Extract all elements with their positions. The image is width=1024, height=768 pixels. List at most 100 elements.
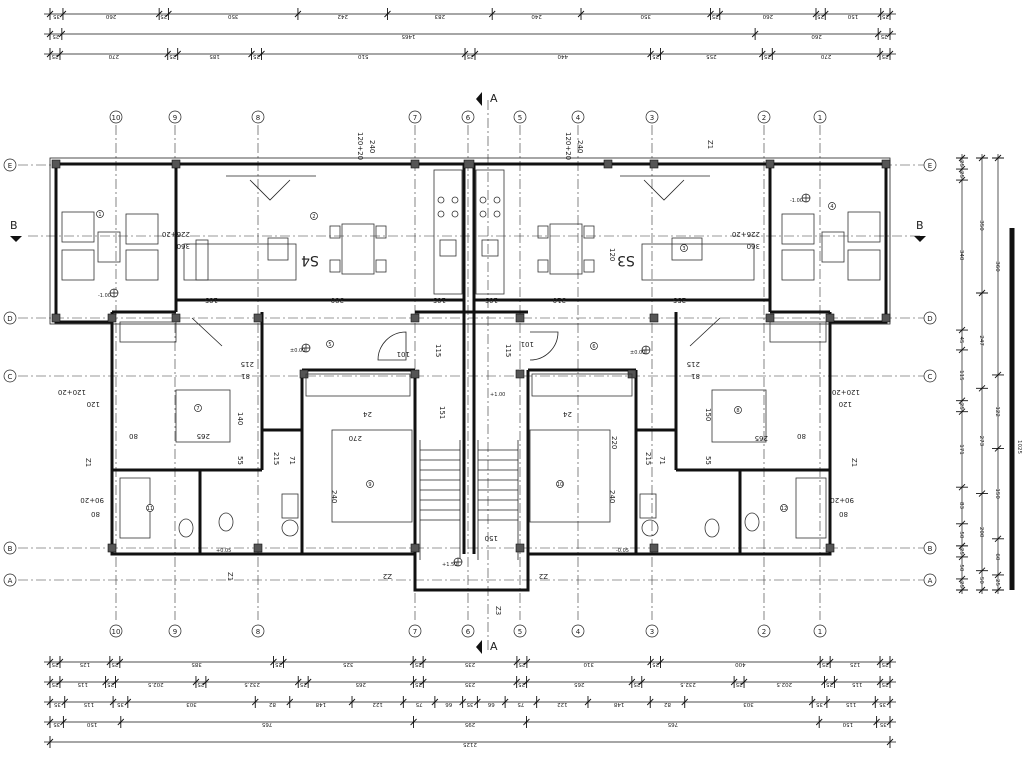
- dimension-label: 25: [518, 681, 525, 687]
- grid-letter: D: [927, 315, 932, 323]
- dimension-label: 75: [517, 701, 524, 707]
- dimension-label: 25: [253, 53, 260, 59]
- dimension-tick: [638, 676, 646, 688]
- side-dimension-tick: [976, 289, 988, 297]
- side-dimension-chains: 2525340451152517183502550253502472732005…: [956, 154, 1022, 594]
- dimension-label: 25: [414, 681, 421, 687]
- room-dim: 24: [563, 410, 572, 418]
- dimension-tick: [876, 676, 884, 688]
- grid-bubbles-bottom: 10 9 8 7 6 5 4 3 2 1: [109, 624, 827, 638]
- dimension-label: 202.5: [147, 681, 163, 687]
- room-dim: 80: [91, 510, 100, 518]
- side-dimension-label: 350: [978, 220, 984, 231]
- dimension-label: 350: [227, 13, 238, 19]
- room-dim: 115: [434, 344, 442, 357]
- side-dimension-tick: [992, 445, 1004, 452]
- dimension-label: 66: [445, 701, 452, 707]
- dimension-tick: [821, 8, 829, 20]
- side-dimension-tick: [956, 397, 968, 405]
- dimension-label: 255: [706, 53, 717, 59]
- dimension-tick: [56, 656, 64, 668]
- grid-number: 8: [256, 628, 260, 636]
- dimension-label: 25: [880, 33, 887, 39]
- dimension-tick: [294, 8, 302, 20]
- side-dimension-tick: [976, 567, 988, 575]
- dimension-tick: [815, 716, 823, 728]
- dimension-tick: [248, 48, 255, 60]
- dimension-tick: [876, 656, 884, 668]
- dimension-tick: [876, 48, 884, 60]
- dimension-label: 270: [820, 53, 831, 59]
- dimension-label: 25: [107, 681, 114, 687]
- room-dim: 120: [839, 400, 852, 408]
- grid-number: 5: [518, 114, 522, 122]
- room-dim: 360: [747, 242, 760, 250]
- dimension-label: 232.5: [680, 681, 696, 687]
- dimension-tick: [681, 696, 689, 708]
- dimension-tick: [513, 656, 521, 668]
- dimension-label: 765: [667, 721, 678, 727]
- dimension-tick: [886, 28, 894, 40]
- dimension-tick: [46, 676, 54, 688]
- dimension-tick: [431, 696, 439, 708]
- dimension-tick: [106, 656, 114, 668]
- room-dim: 120: [608, 248, 616, 261]
- room-dim: 140: [236, 412, 244, 425]
- dimension-tick: [821, 676, 828, 688]
- section-mark-b-left: B: [10, 219, 18, 232]
- side-dimension-label: 83: [958, 502, 964, 509]
- side-dimension-label: 340: [958, 250, 964, 261]
- dimension-label: 260: [762, 13, 773, 19]
- room-dim: 151: [438, 406, 446, 419]
- dimension-label: 25: [881, 661, 888, 667]
- grid-number: 4: [576, 114, 581, 122]
- room-dim: 115: [504, 344, 512, 357]
- dimension-tick: [751, 28, 759, 40]
- dimension-label: 303: [186, 701, 197, 707]
- dimension-tick: [102, 676, 109, 688]
- room-dim: Z2: [383, 572, 392, 580]
- dimension-tick: [174, 48, 182, 60]
- dimension-label: 440: [557, 53, 568, 59]
- side-dimension-tick: [956, 176, 968, 184]
- side-dimension-label: 247: [978, 335, 984, 346]
- columns: [51, 159, 891, 553]
- dimension-tick: [46, 696, 54, 708]
- dimension-label: 115: [83, 701, 94, 707]
- grid-letter: A: [928, 577, 933, 585]
- side-dimension-label: 25: [958, 171, 964, 178]
- grid-number: 4: [576, 628, 581, 636]
- dimension-label: 148: [613, 701, 624, 707]
- dimension-label: 25: [763, 53, 770, 59]
- furniture: [61, 169, 881, 539]
- grid-number: 3: [650, 114, 654, 122]
- room-dim: 90+20: [830, 496, 854, 504]
- dimension-tick: [533, 696, 540, 708]
- side-dimension-label: 273: [978, 436, 984, 447]
- side-dimension-label: 122: [994, 406, 1000, 417]
- dimension-label: 235: [464, 661, 475, 667]
- dimension-label: 150: [842, 721, 853, 727]
- dimension-tick: [192, 676, 200, 688]
- dimension-tick: [46, 716, 54, 728]
- level-label: +0.05: [216, 548, 231, 554]
- dimension-tick: [270, 656, 277, 668]
- dimension-label: 25: [299, 681, 306, 687]
- room-dim: 215: [241, 360, 254, 368]
- grid-number: 9: [173, 114, 177, 122]
- side-dimension-tick: [992, 371, 1004, 379]
- dimension-label: 265: [355, 681, 366, 687]
- room-dim: 81: [241, 372, 250, 380]
- dimension-label: 25: [51, 53, 58, 59]
- dimension-label: 400: [735, 661, 746, 667]
- room-dim: 360: [177, 242, 190, 250]
- dimension-tick: [886, 736, 894, 748]
- dimension-label: 242: [337, 13, 348, 19]
- dimension-tick: [523, 676, 530, 688]
- dimension-label: 25: [633, 681, 640, 687]
- side-dimension-label: 200: [978, 527, 984, 538]
- dimension-label: 270: [108, 53, 119, 59]
- side-dimension-tick: [992, 535, 1004, 543]
- dimension-tick: [646, 696, 654, 708]
- dimension-label: 310: [583, 661, 594, 667]
